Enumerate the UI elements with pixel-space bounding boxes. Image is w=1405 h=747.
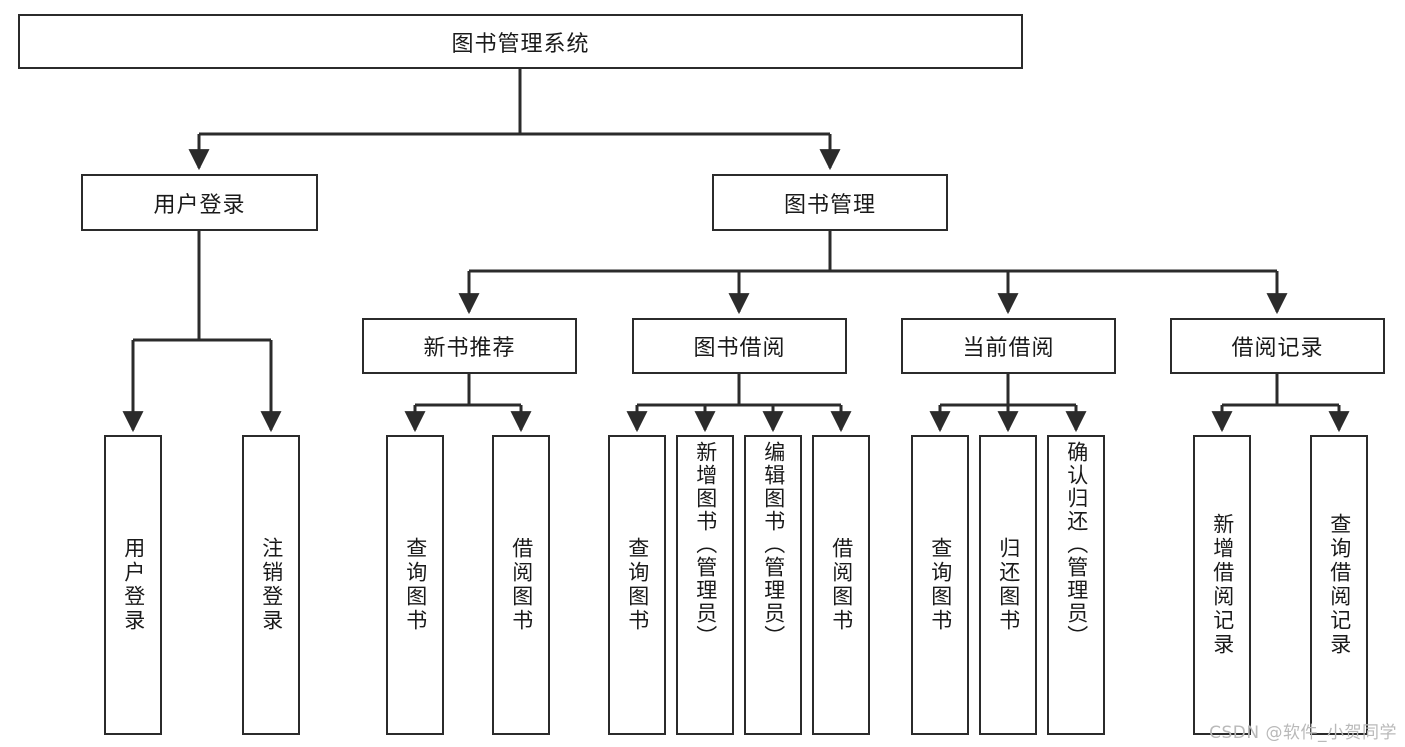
leaf-user-login-label: 用户登录 (121, 537, 146, 633)
leaf-borrow-book-2-label: 借阅图书 (829, 537, 854, 633)
leaf-query-record-label: 查询借阅记录 (1327, 513, 1352, 657)
leaf-query-book-2[interactable]: 查询图书 (608, 435, 666, 735)
leaf-borrow-book-2[interactable]: 借阅图书 (812, 435, 870, 735)
leaf-add-record-label: 新增借阅记录 (1210, 513, 1235, 657)
leaf-return-book-label: 归还图书 (996, 537, 1021, 633)
leaf-add-book[interactable]: 新增图书（管理员） (676, 435, 734, 735)
leaf-confirm-return-label: 确认归还（管理员） (1064, 441, 1089, 648)
node-current-borrow[interactable]: 当前借阅 (901, 318, 1116, 374)
node-book-manage[interactable]: 图书管理 (712, 174, 948, 231)
node-new-book-rec-label: 新书推荐 (423, 336, 516, 361)
leaf-query-book-1-label: 查询图书 (403, 537, 428, 633)
node-user-login[interactable]: 用户登录 (81, 174, 318, 231)
leaf-edit-book-label: 编辑图书（管理员） (761, 441, 786, 648)
leaf-query-book-2-label: 查询图书 (625, 537, 650, 633)
leaf-confirm-return[interactable]: 确认归还（管理员） (1047, 435, 1105, 735)
leaf-borrow-book-1[interactable]: 借阅图书 (492, 435, 550, 735)
leaf-edit-book[interactable]: 编辑图书（管理员） (744, 435, 802, 735)
node-borrow-record-label: 借阅记录 (1231, 336, 1324, 361)
watermark: CSDN @软件_小贺同学 (1209, 723, 1397, 743)
leaf-query-record[interactable]: 查询借阅记录 (1310, 435, 1368, 735)
leaf-user-login[interactable]: 用户登录 (104, 435, 162, 735)
leaf-logout-label: 注销登录 (259, 537, 284, 633)
leaf-logout[interactable]: 注销登录 (242, 435, 300, 735)
node-book-borrow-label: 图书借阅 (693, 336, 786, 361)
node-borrow-record[interactable]: 借阅记录 (1170, 318, 1385, 374)
leaf-borrow-book-1-label: 借阅图书 (509, 537, 534, 633)
node-current-borrow-label: 当前借阅 (962, 336, 1055, 361)
node-book-borrow[interactable]: 图书借阅 (632, 318, 847, 374)
node-root[interactable]: 图书管理系统 (18, 14, 1023, 69)
node-user-login-label: 用户登录 (153, 192, 246, 218)
node-new-book-rec[interactable]: 新书推荐 (362, 318, 577, 374)
leaf-query-book-3[interactable]: 查询图书 (911, 435, 969, 735)
leaf-add-book-label: 新增图书（管理员） (693, 441, 718, 648)
leaf-query-book-1[interactable]: 查询图书 (386, 435, 444, 735)
leaf-query-book-3-label: 查询图书 (928, 537, 953, 633)
node-root-label: 图书管理系统 (451, 31, 590, 57)
node-book-manage-label: 图书管理 (783, 192, 876, 218)
leaf-return-book[interactable]: 归还图书 (979, 435, 1037, 735)
leaf-add-record[interactable]: 新增借阅记录 (1193, 435, 1251, 735)
